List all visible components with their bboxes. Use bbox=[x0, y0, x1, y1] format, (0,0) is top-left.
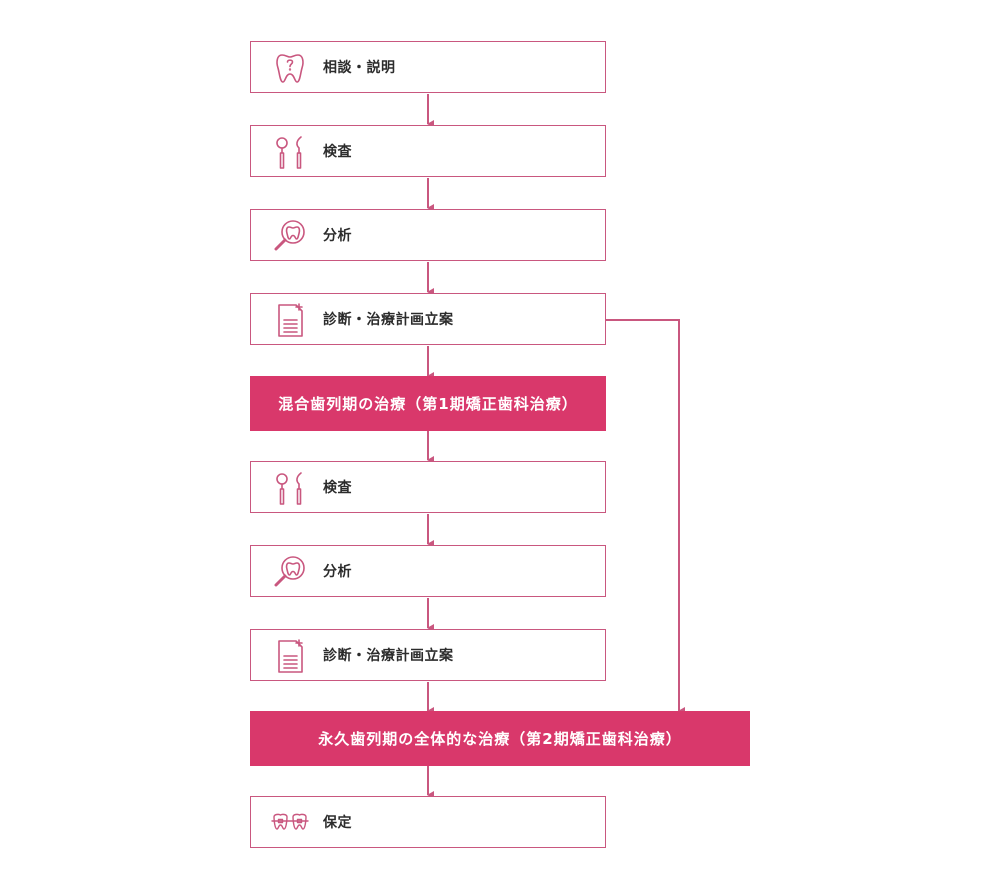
magnifier-tooth-icon bbox=[271, 217, 309, 255]
step-label: 検査 bbox=[323, 144, 352, 160]
step-label: 診断・治療計画立案 bbox=[323, 648, 454, 664]
step-label: 検査 bbox=[323, 480, 352, 496]
step-examination: 検査 bbox=[250, 125, 606, 177]
tooth-question-icon bbox=[271, 49, 309, 87]
phase-2-banner: 永久歯列期の全体的な治療（第2期矯正歯科治療） bbox=[250, 711, 750, 766]
document-icon bbox=[271, 637, 309, 675]
document-icon bbox=[271, 301, 309, 339]
bypass-arrow bbox=[606, 319, 685, 715]
step-label: 診断・治療計画立案 bbox=[323, 312, 454, 328]
phase-label: 永久歯列期の全体的な治療（第2期矯正歯科治療） bbox=[318, 730, 682, 748]
step-label: 相談・説明 bbox=[323, 60, 396, 76]
step-label: 分析 bbox=[323, 228, 352, 244]
step-analysis-2: 分析 bbox=[250, 545, 606, 597]
phase-1-banner: 混合歯列期の治療（第1期矯正歯科治療） bbox=[250, 376, 606, 431]
dental-tools-icon bbox=[271, 133, 309, 171]
dental-tools-icon bbox=[271, 469, 309, 507]
magnifier-tooth-icon bbox=[271, 553, 309, 591]
step-analysis: 分析 bbox=[250, 209, 606, 261]
step-examination-2: 検査 bbox=[250, 461, 606, 513]
step-label: 分析 bbox=[323, 564, 352, 580]
step-retention: 保定 bbox=[250, 796, 606, 848]
phase-label: 混合歯列期の治療（第1期矯正歯科治療） bbox=[278, 395, 578, 413]
step-diagnosis-plan: 診断・治療計画立案 bbox=[250, 293, 606, 345]
step-label: 保定 bbox=[323, 815, 352, 831]
step-consultation: 相談・説明 bbox=[250, 41, 606, 93]
retainer-teeth-icon bbox=[271, 804, 309, 842]
step-diagnosis-plan-2: 診断・治療計画立案 bbox=[250, 629, 606, 681]
